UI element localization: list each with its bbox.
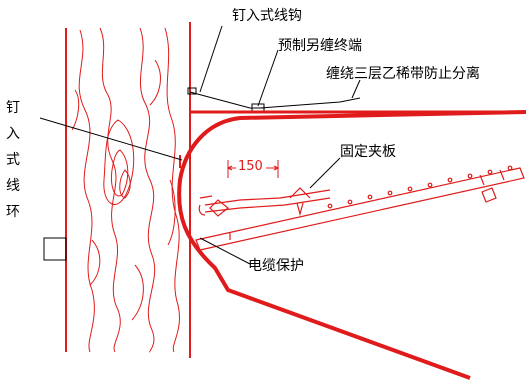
label-nail-ring-char-3: 式 bbox=[6, 152, 20, 168]
nail-hook bbox=[187, 87, 526, 114]
leader-lines bbox=[39, 25, 361, 265]
leader-nail-ring bbox=[39, 117, 183, 161]
leader-wrap-pe bbox=[351, 79, 361, 99]
leader-prefab-end bbox=[257, 49, 279, 107]
label-nail-ring-char-1: 钉 bbox=[6, 100, 20, 116]
fixed-clamp bbox=[195, 165, 525, 251]
label-nail-hook: 钉入式线钩 bbox=[232, 8, 302, 24]
wood-grain bbox=[71, 27, 180, 353]
label-nail-ring-char-4: 线 bbox=[6, 178, 20, 194]
label-cable-protection: 电缆保护 bbox=[248, 258, 304, 274]
dimension-150 bbox=[226, 160, 280, 178]
leader-cable-protection bbox=[199, 237, 251, 265]
leader-fixed-clamp bbox=[309, 157, 341, 189]
label-nail-ring-char-2: 入 bbox=[6, 126, 20, 142]
dimension-label: 150 bbox=[238, 159, 263, 174]
label-fixed-clamp: 固定夹板 bbox=[340, 144, 396, 160]
leader-nail-hook bbox=[199, 25, 223, 93]
label-prefab-end: 预制另缠终端 bbox=[278, 38, 362, 54]
wood-pole bbox=[65, 22, 191, 358]
label-wrap-pe: 缠绕三层乙稀带防止分离 bbox=[326, 66, 480, 82]
left-bracket-box bbox=[43, 237, 67, 261]
main-cable bbox=[177, 110, 526, 380]
label-nail-ring-char-5: 环 bbox=[6, 204, 20, 220]
